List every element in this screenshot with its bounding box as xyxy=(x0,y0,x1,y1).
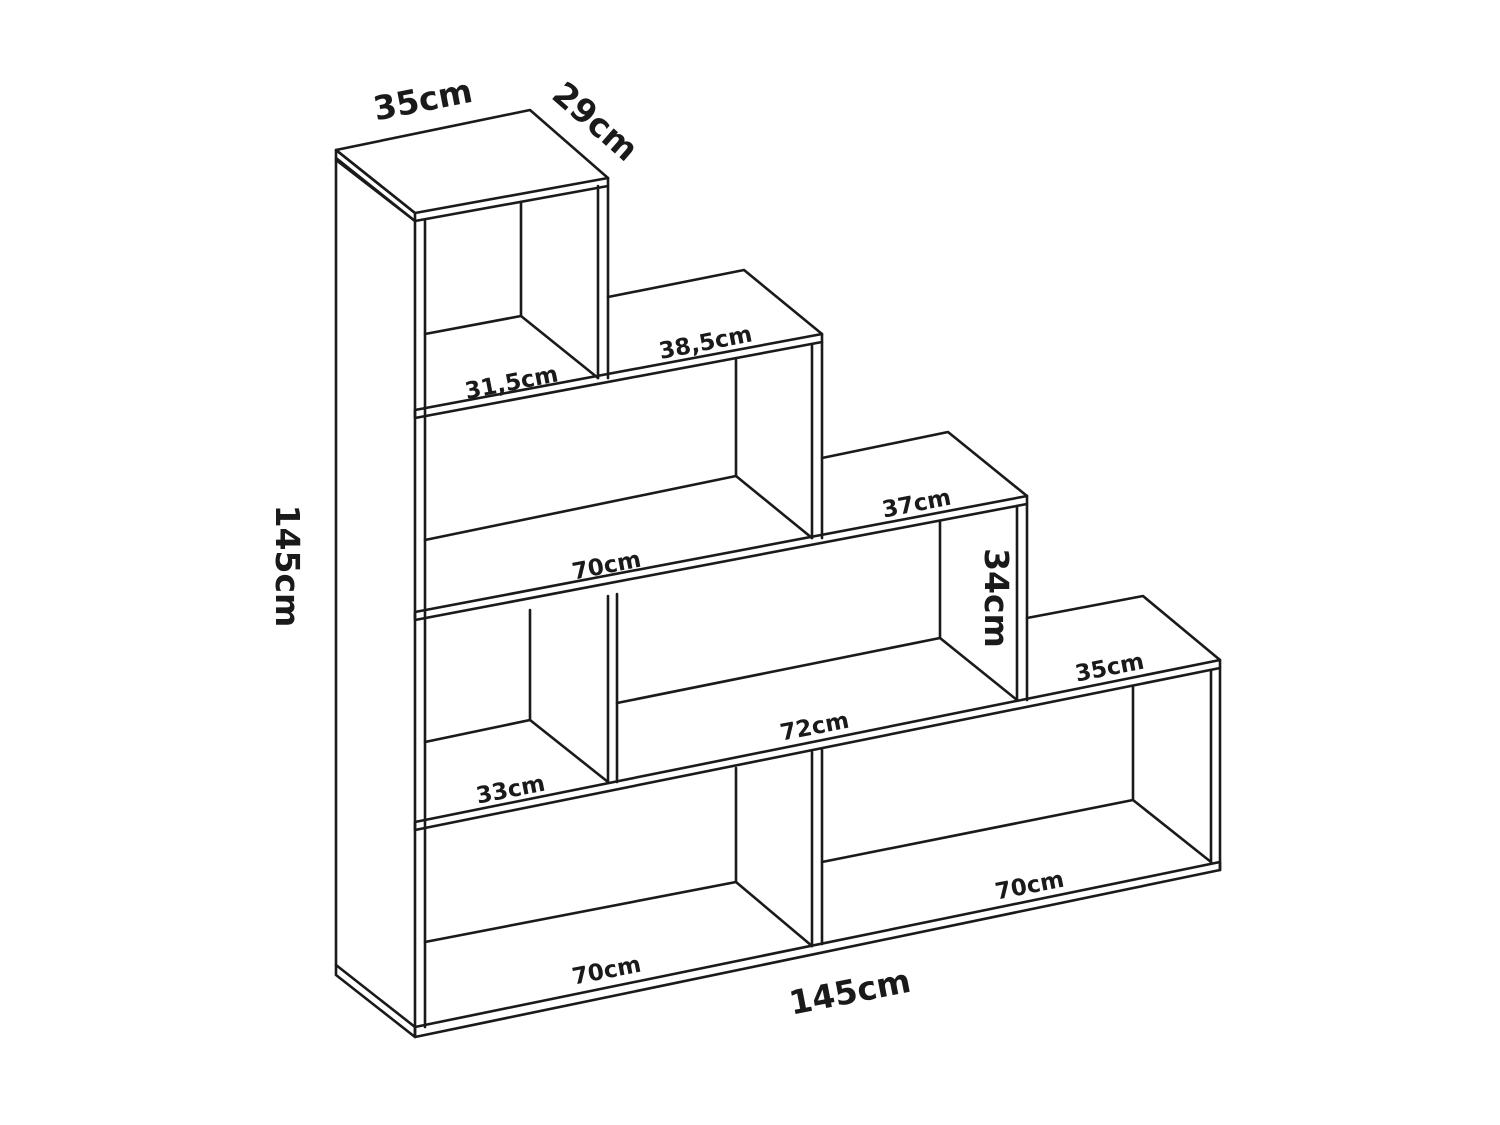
bottom-left-width-label: 70cm xyxy=(570,952,643,991)
step-4-tier xyxy=(413,594,1222,948)
top-width-label: 35cm xyxy=(370,71,475,128)
left-side-panel xyxy=(334,148,427,1039)
compartment-height-label: 34cm xyxy=(977,548,1016,648)
step-2-tier xyxy=(413,268,824,542)
total-width-label: 145cm xyxy=(786,961,914,1023)
base-board xyxy=(413,860,1222,1039)
shelf-1-inner-width-label: 31,5cm xyxy=(463,361,561,405)
top-depth-label: 29cm xyxy=(545,74,646,169)
top-cube xyxy=(334,108,610,380)
step-3-tier xyxy=(413,430,1029,784)
total-height-label: 145cm xyxy=(268,505,307,628)
